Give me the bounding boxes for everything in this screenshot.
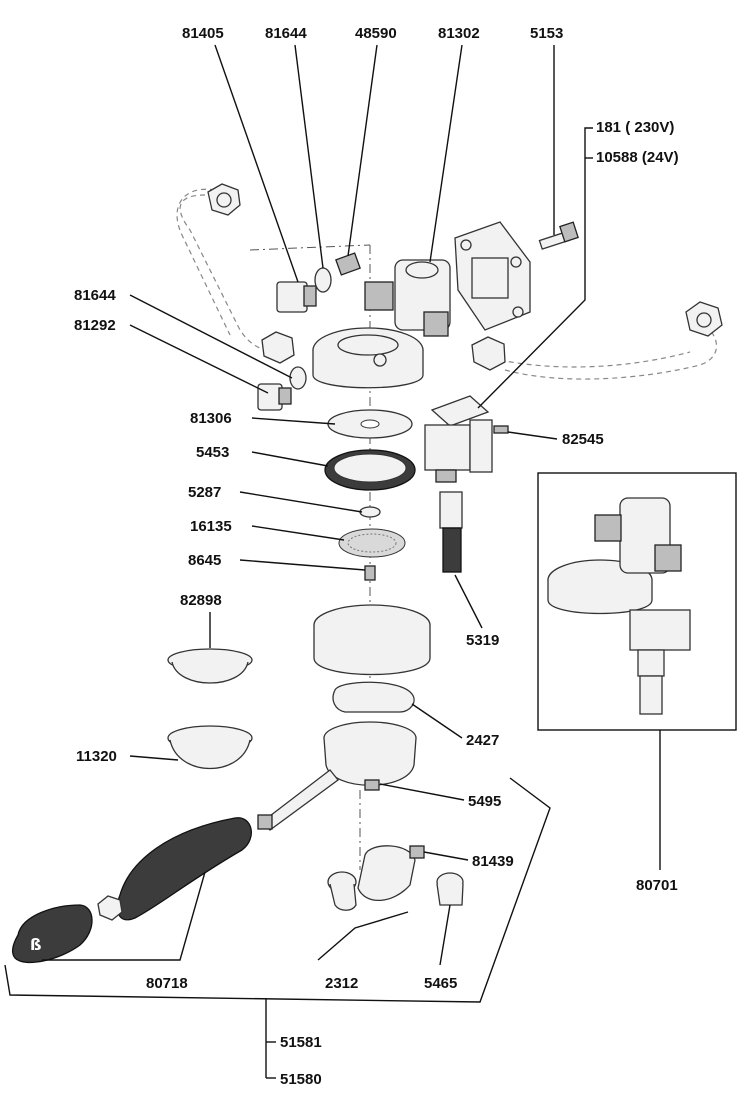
handle-grip-80718 <box>116 817 252 921</box>
pipe-nut-center-right <box>471 336 506 371</box>
plug-81292 <box>257 383 292 411</box>
inset-assembly-image <box>547 497 691 715</box>
label-81644-top: 81644 <box>265 25 307 42</box>
label-5453: 5453 <box>196 444 229 461</box>
spout-2312 <box>327 845 416 911</box>
oring-81644-lower <box>289 366 307 390</box>
label-16135: 16135 <box>190 518 232 535</box>
pipe-nut-right <box>685 301 723 337</box>
label-181-230v: 181 ( 230V) <box>596 119 674 136</box>
nut-81439 <box>409 845 425 859</box>
label-81405: 81405 <box>182 25 224 42</box>
screw-8645 <box>364 565 376 581</box>
solenoid-valve <box>424 395 493 483</box>
label-5465: 5465 <box>424 975 457 992</box>
jet-48590 <box>335 252 361 276</box>
label-81306: 81306 <box>190 410 232 427</box>
label-5319: 5319 <box>466 632 499 649</box>
valve-spool-5319 <box>439 491 463 573</box>
label-2312: 2312 <box>325 975 358 992</box>
filter-basket-11320 <box>167 725 253 770</box>
oring-81644-top <box>314 267 332 293</box>
label-80718: 80718 <box>146 975 188 992</box>
label-81302: 81302 <box>438 25 480 42</box>
label-8645: 8645 <box>188 552 221 569</box>
label-48590: 48590 <box>355 25 397 42</box>
label-82545: 82545 <box>562 431 604 448</box>
pipe-nut-mid-left <box>261 331 295 364</box>
label-81292: 81292 <box>74 317 116 334</box>
label-5495: 5495 <box>468 793 501 810</box>
label-5153: 5153 <box>530 25 563 42</box>
washer-5287 <box>359 506 381 518</box>
water-pipe-left <box>176 183 295 364</box>
spout-5465 <box>436 872 464 906</box>
handle-cap: ß <box>12 904 93 964</box>
leader-lines <box>4 44 661 1079</box>
svg-text:ß: ß <box>30 935 42 954</box>
pipe-nut-top-left <box>207 183 241 216</box>
filter-basket-82898 <box>167 648 253 684</box>
splash-shield <box>313 604 431 676</box>
bolt-5153 <box>538 221 579 250</box>
spring-2427 <box>332 681 415 713</box>
gasket-5453 <box>324 449 416 491</box>
portafilter-stud <box>257 814 273 830</box>
label-80701: 80701 <box>636 877 678 894</box>
shower-screen-16135 <box>338 528 406 558</box>
label-11320: 11320 <box>76 748 117 765</box>
label-2427: 2427 <box>466 732 499 749</box>
handle-nut <box>97 895 123 921</box>
mounting-plate <box>454 221 531 331</box>
label-5287: 5287 <box>188 484 221 501</box>
plug-81405 <box>276 281 317 313</box>
axis-branch <box>249 244 371 251</box>
label-51580: 51580 <box>280 1071 322 1088</box>
label-81439: 81439 <box>472 853 514 870</box>
group-head-body <box>312 259 451 389</box>
portafilter-body <box>261 721 417 831</box>
label-82898: 82898 <box>180 592 222 609</box>
label-10588-24v: 10588 (24V) <box>596 149 679 166</box>
label-51581: 51581 <box>280 1034 322 1051</box>
disc-81306 <box>327 409 413 439</box>
screw-82545 <box>493 425 509 434</box>
label-81644-lower: 81644 <box>74 287 116 304</box>
